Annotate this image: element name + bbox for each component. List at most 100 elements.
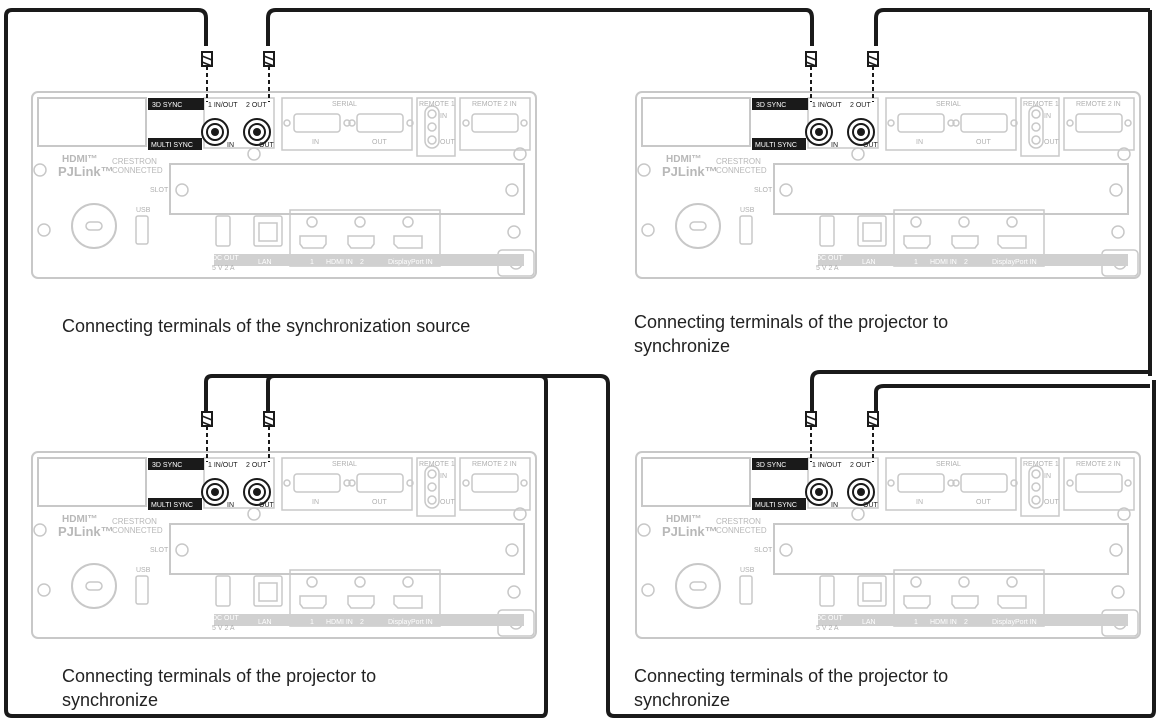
label-3d-sync: 3D SYNC	[756, 462, 786, 469]
label-bnc-out: OUT	[259, 142, 275, 149]
label-remote-1: REMOTE 1	[1023, 101, 1059, 108]
label-hdmi-1: 1	[310, 619, 314, 626]
label-multi-sync: MULTI SYNC	[151, 142, 193, 149]
label-remote-2-in: REMOTE 2 IN	[1076, 461, 1121, 468]
label-bnc-in: IN	[831, 502, 838, 509]
cables	[4, 8, 1156, 718]
pjlink-logo: PJLink™	[662, 164, 718, 179]
label-remote-1-out: OUT	[1044, 139, 1060, 146]
label-bnc-in: IN	[227, 142, 234, 149]
label-multi-sync: MULTI SYNC	[755, 502, 797, 509]
crestron-logo-line-2: CONNECTED	[112, 166, 163, 175]
label-3d-sync: 3D SYNC	[152, 102, 182, 109]
label-slot: SLOT	[150, 187, 169, 194]
label-3d-sync: 3D SYNC	[756, 102, 786, 109]
label-2-out: 2 OUT	[850, 462, 871, 469]
crestron-logo-line-2: CONNECTED	[716, 526, 767, 535]
label-remote-2-in: REMOTE 2 IN	[472, 461, 517, 468]
label-1-in-out: 1 IN/OUT	[208, 462, 238, 469]
cable-bottom-left-2-out	[266, 374, 1156, 718]
label-dc-out: DC OUT	[212, 615, 240, 622]
hdmi-logo: HDMI™	[62, 514, 98, 525]
label-bnc-in: IN	[831, 142, 838, 149]
label-hdmi-2: 2	[964, 619, 968, 626]
cable-source-in-out	[4, 8, 548, 718]
pjlink-logo: PJLink™	[662, 524, 718, 539]
label-hdmi-in: HDMI IN	[930, 259, 957, 266]
label-bnc-out: OUT	[863, 502, 879, 509]
pjlink-logo: PJLink™	[58, 524, 114, 539]
label-remote-1: REMOTE 1	[419, 461, 455, 468]
label-remote-1: REMOTE 1	[419, 101, 455, 108]
pjlink-logo: PJLink™	[58, 164, 114, 179]
label-slot: SLOT	[150, 547, 169, 554]
panel-sync-top-right: 3D SYNC MULTI SYNC 1 IN/OUT 2 OUT IN OUT…	[635, 51, 1141, 279]
cable-bottom-right-in-out	[810, 370, 1150, 412]
label-2-out: 2 OUT	[850, 102, 871, 109]
label-hdmi-in: HDMI IN	[326, 619, 353, 626]
cable-right-2-out	[874, 8, 1150, 46]
label-bnc-out: OUT	[863, 142, 879, 149]
label-remote-2-in: REMOTE 2 IN	[472, 101, 517, 108]
label-displayport-in: DisplayPort IN	[388, 619, 433, 626]
label-1-in-out: 1 IN/OUT	[812, 102, 842, 109]
label-serial-in: IN	[916, 139, 923, 146]
caption-sync-bottom-left: Connecting terminals of the projector to…	[62, 666, 377, 710]
label-serial-in: IN	[312, 499, 319, 506]
label-remote-1-in: IN	[440, 473, 447, 480]
label-lan: LAN	[862, 619, 876, 626]
label-multi-sync: MULTI SYNC	[755, 142, 797, 149]
label-1-in-out: 1 IN/OUT	[208, 102, 238, 109]
label-slot: SLOT	[754, 547, 773, 554]
crestron-logo-line-1: CRESTRON	[112, 517, 157, 526]
label-remote-1-in: IN	[1044, 113, 1051, 120]
label-dc-out-rating: 5 V 2 A	[816, 625, 839, 632]
label-usb: USB	[740, 567, 755, 574]
caption-sync-bottom-right: Connecting terminals of the projector to…	[634, 666, 949, 710]
label-remote-1-out: OUT	[440, 499, 456, 506]
label-remote-1: REMOTE 1	[1023, 461, 1059, 468]
label-usb: USB	[136, 207, 151, 214]
label-usb: USB	[136, 567, 151, 574]
crestron-logo-line-2: CONNECTED	[716, 166, 767, 175]
label-serial-in: IN	[312, 139, 319, 146]
label-remote-1-out: OUT	[1044, 499, 1060, 506]
hdmi-logo: HDMI™	[62, 154, 98, 165]
label-bnc-in: IN	[227, 502, 234, 509]
cable-source-2-out	[266, 8, 814, 46]
label-multi-sync: MULTI SYNC	[151, 502, 193, 509]
label-remote-1-in: IN	[440, 113, 447, 120]
hdmi-logo: HDMI™	[666, 514, 702, 525]
label-usb: USB	[740, 207, 755, 214]
caption-source: Connecting terminals of the synchronizat…	[62, 316, 471, 336]
label-lan: LAN	[862, 259, 876, 266]
label-hdmi-in: HDMI IN	[326, 259, 353, 266]
crestron-logo-line-1: CRESTRON	[112, 157, 157, 166]
label-3d-sync: 3D SYNC	[152, 462, 182, 469]
label-dc-out: DC OUT	[816, 615, 844, 622]
crestron-logo-line-1: CRESTRON	[716, 517, 761, 526]
label-remote-2-in: REMOTE 2 IN	[1076, 101, 1121, 108]
label-dc-out: DC OUT	[816, 255, 844, 262]
label-slot: SLOT	[754, 187, 773, 194]
label-2-out: 2 OUT	[246, 102, 267, 109]
panel-sync-bottom-left: 3D SYNC MULTI SYNC 1 IN/OUT 2 OUT IN OUT…	[31, 411, 537, 639]
label-hdmi-1: 1	[914, 259, 918, 266]
label-hdmi-in: HDMI IN	[930, 619, 957, 626]
label-serial: SERIAL	[332, 461, 357, 468]
label-lan: LAN	[258, 259, 272, 266]
label-hdmi-1: 1	[914, 619, 918, 626]
label-serial-out: OUT	[976, 139, 992, 146]
label-dc-out-rating: 5 V 2 A	[212, 625, 235, 632]
label-displayport-in: DisplayPort IN	[388, 259, 433, 266]
label-hdmi-1: 1	[310, 259, 314, 266]
panel-sync-bottom-right: 3D SYNC MULTI SYNC 1 IN/OUT 2 OUT IN OUT…	[635, 411, 1141, 639]
panel-source: 3D SYNC MULTI SYNC 1 IN/OUT 2 OUT IN OUT…	[31, 51, 537, 279]
label-remote-1-out: OUT	[440, 139, 456, 146]
label-serial-out: OUT	[372, 499, 388, 506]
label-displayport-in: DisplayPort IN	[992, 619, 1037, 626]
label-bnc-out: OUT	[259, 502, 275, 509]
label-serial: SERIAL	[332, 101, 357, 108]
label-dc-out: DC OUT	[212, 255, 240, 262]
caption-sync-top-right: Connecting terminals of the projector to…	[634, 312, 949, 356]
